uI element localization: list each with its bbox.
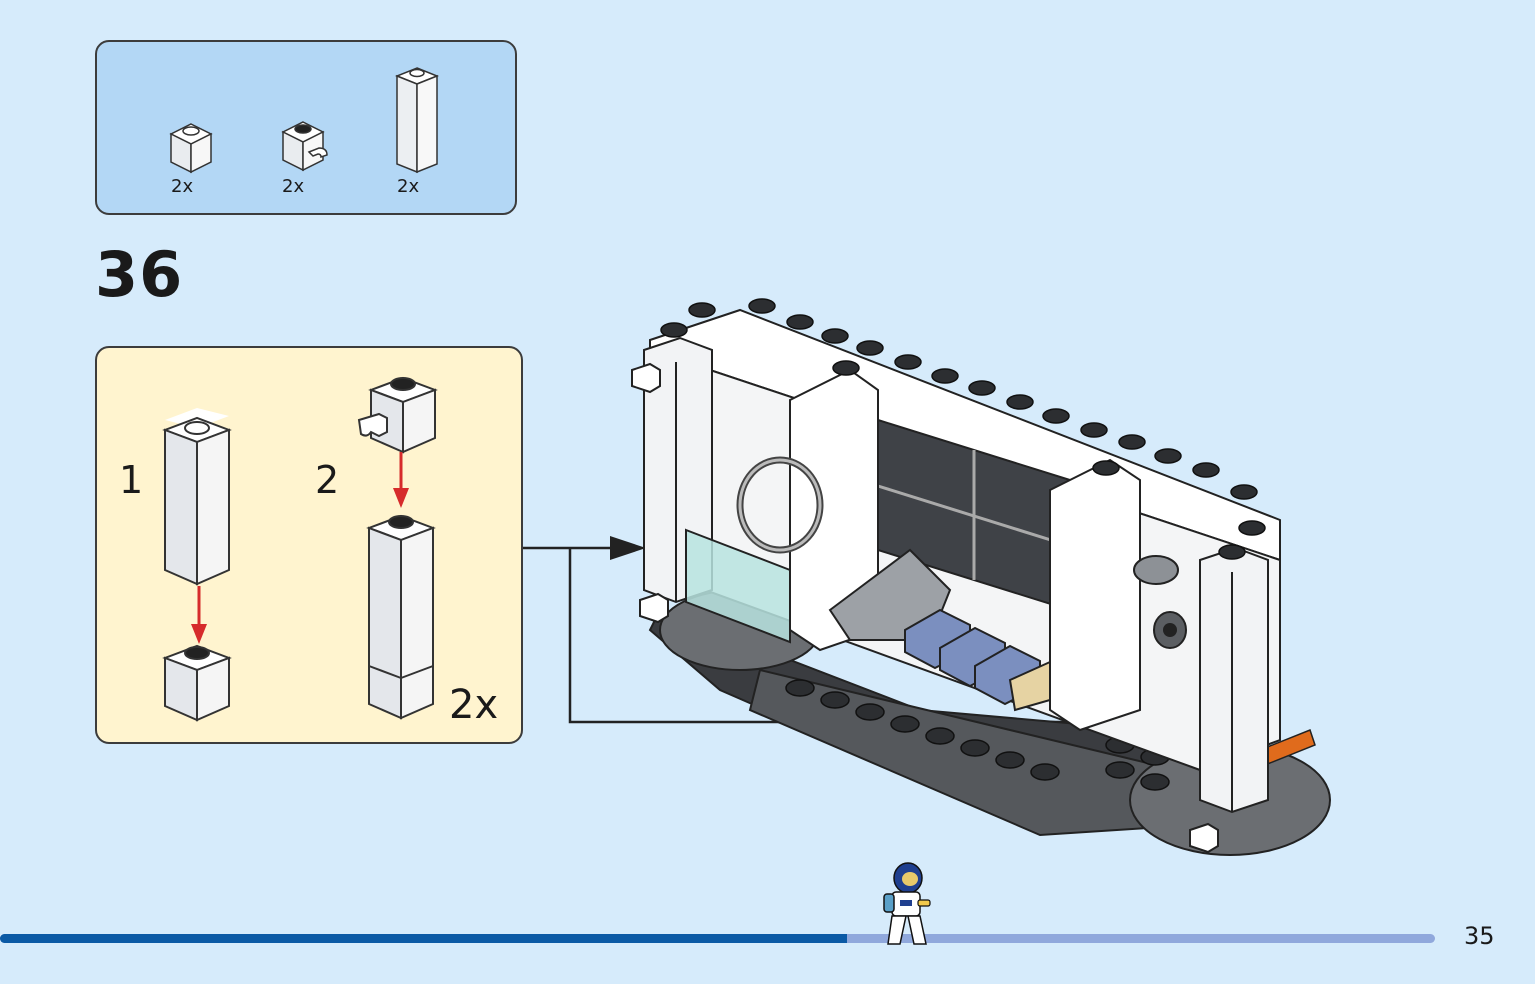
sub2-tall-brick (366, 514, 436, 720)
sub-step-1-label: 1 (119, 458, 144, 502)
main-model-illustration (631, 298, 1331, 856)
part-qty-3: 2x (397, 176, 420, 197)
part-brick-1x1-icon (169, 123, 213, 174)
progress-bar (0, 934, 1435, 943)
sub1-tall-brick (162, 408, 232, 586)
sub1-small-brick (162, 644, 232, 722)
astronaut-minifig-icon (883, 862, 931, 945)
sub-step-2-label: 2 (315, 458, 340, 502)
parts-list-box: 2x 2x 2x (95, 40, 517, 215)
progress-bar-fill (0, 934, 847, 943)
step-number: 36 (95, 238, 184, 311)
sub-assembly-box: 1 2 2x (95, 346, 523, 744)
sub-assembly-illustration (162, 376, 438, 722)
part-brick-1x1-clip-icon (281, 121, 328, 172)
part-qty-2: 2x (282, 176, 305, 197)
part-qty-1: 2x (171, 176, 194, 197)
sub2-clip-brick (357, 376, 438, 454)
part-brick-1x1x3-icon (394, 67, 440, 174)
page-number: 35 (1464, 922, 1495, 950)
sub-assembly-multiplier: 2x (449, 682, 499, 728)
